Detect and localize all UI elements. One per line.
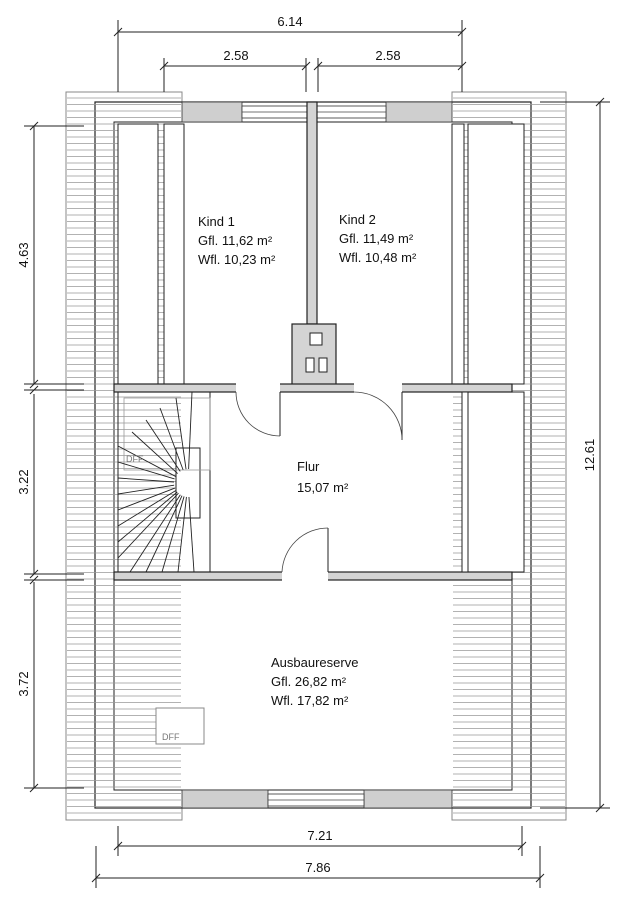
kind2-wfl: Wfl. 10,48 m²	[339, 250, 417, 265]
flur-name: Flur	[297, 459, 320, 474]
stair-tread	[177, 496, 187, 573]
stair-tread	[129, 494, 181, 573]
room-kind1: Kind 1 Gfl. 11,62 m² Wfl. 10,23 m²	[198, 214, 276, 267]
dimension-right: 12.61	[540, 97, 610, 813]
kind1-wfl: Wfl. 10,23 m²	[198, 252, 276, 267]
stair-tread	[175, 397, 187, 470]
stair-tread	[131, 431, 178, 474]
staircase: DFF	[117, 391, 211, 573]
dimension-bottom: 7.21 7.86	[91, 826, 545, 888]
dimension-top-total: 6.14	[113, 14, 467, 92]
ausbau-wfl: Wfl. 17,82 m²	[271, 693, 349, 708]
dim-top-left: 2.58	[223, 48, 248, 63]
dim-left-lower: 3.72	[16, 671, 31, 696]
stair-tread	[159, 407, 184, 471]
ausbau-gfl: Gfl. 26,82 m²	[271, 674, 347, 689]
dim-left-middle: 3.22	[16, 469, 31, 494]
stair-tread	[117, 489, 177, 527]
stair-tread	[117, 492, 179, 559]
flur-area: 15,07 m²	[297, 480, 349, 495]
stair-tread	[117, 461, 175, 480]
kind2-name: Kind 2	[339, 212, 376, 227]
kind2-gfl: Gfl. 11,49 m²	[339, 231, 414, 246]
stair-tread	[161, 496, 185, 573]
kind1-name: Kind 1	[198, 214, 235, 229]
dim-bottom-outer: 7.86	[305, 860, 330, 875]
skylight-ausbau: DFF	[155, 707, 205, 745]
dff-label-ausbau: DFF	[162, 732, 180, 742]
dim-right-total: 12.61	[582, 439, 597, 472]
dim-top-total: 6.14	[277, 14, 302, 29]
dim-bottom-inner: 7.21	[307, 828, 332, 843]
stair-tread	[117, 477, 175, 483]
stair-tread	[117, 484, 175, 495]
room-flur: Flur 15,07 m²	[297, 459, 349, 495]
dimension-left: 4.63 3.22 3.72	[16, 121, 84, 793]
dimension-top-segments: 2.58 2.58	[159, 48, 467, 92]
dff-label-stair: DFF	[126, 454, 144, 464]
room-kind2: Kind 2 Gfl. 11,49 m² Wfl. 10,48 m²	[339, 212, 417, 265]
dim-top-right: 2.58	[375, 48, 400, 63]
dim-left-upper: 4.63	[16, 242, 31, 267]
doors	[235, 391, 403, 573]
stair-tread	[145, 495, 183, 573]
stair-tread	[188, 496, 195, 573]
interior-walls	[113, 101, 513, 809]
stair-tread	[117, 491, 178, 543]
stair-tread	[117, 487, 176, 511]
kind1-gfl: Gfl. 11,62 m²	[198, 233, 273, 248]
room-ausbaureserve: Ausbaureserve Gfl. 26,82 m² Wfl. 17,82 m…	[271, 655, 358, 708]
stair-tread	[117, 445, 176, 477]
stair-tread	[145, 419, 181, 472]
stair-tread	[188, 391, 193, 470]
ausbau-name: Ausbaureserve	[271, 655, 358, 670]
